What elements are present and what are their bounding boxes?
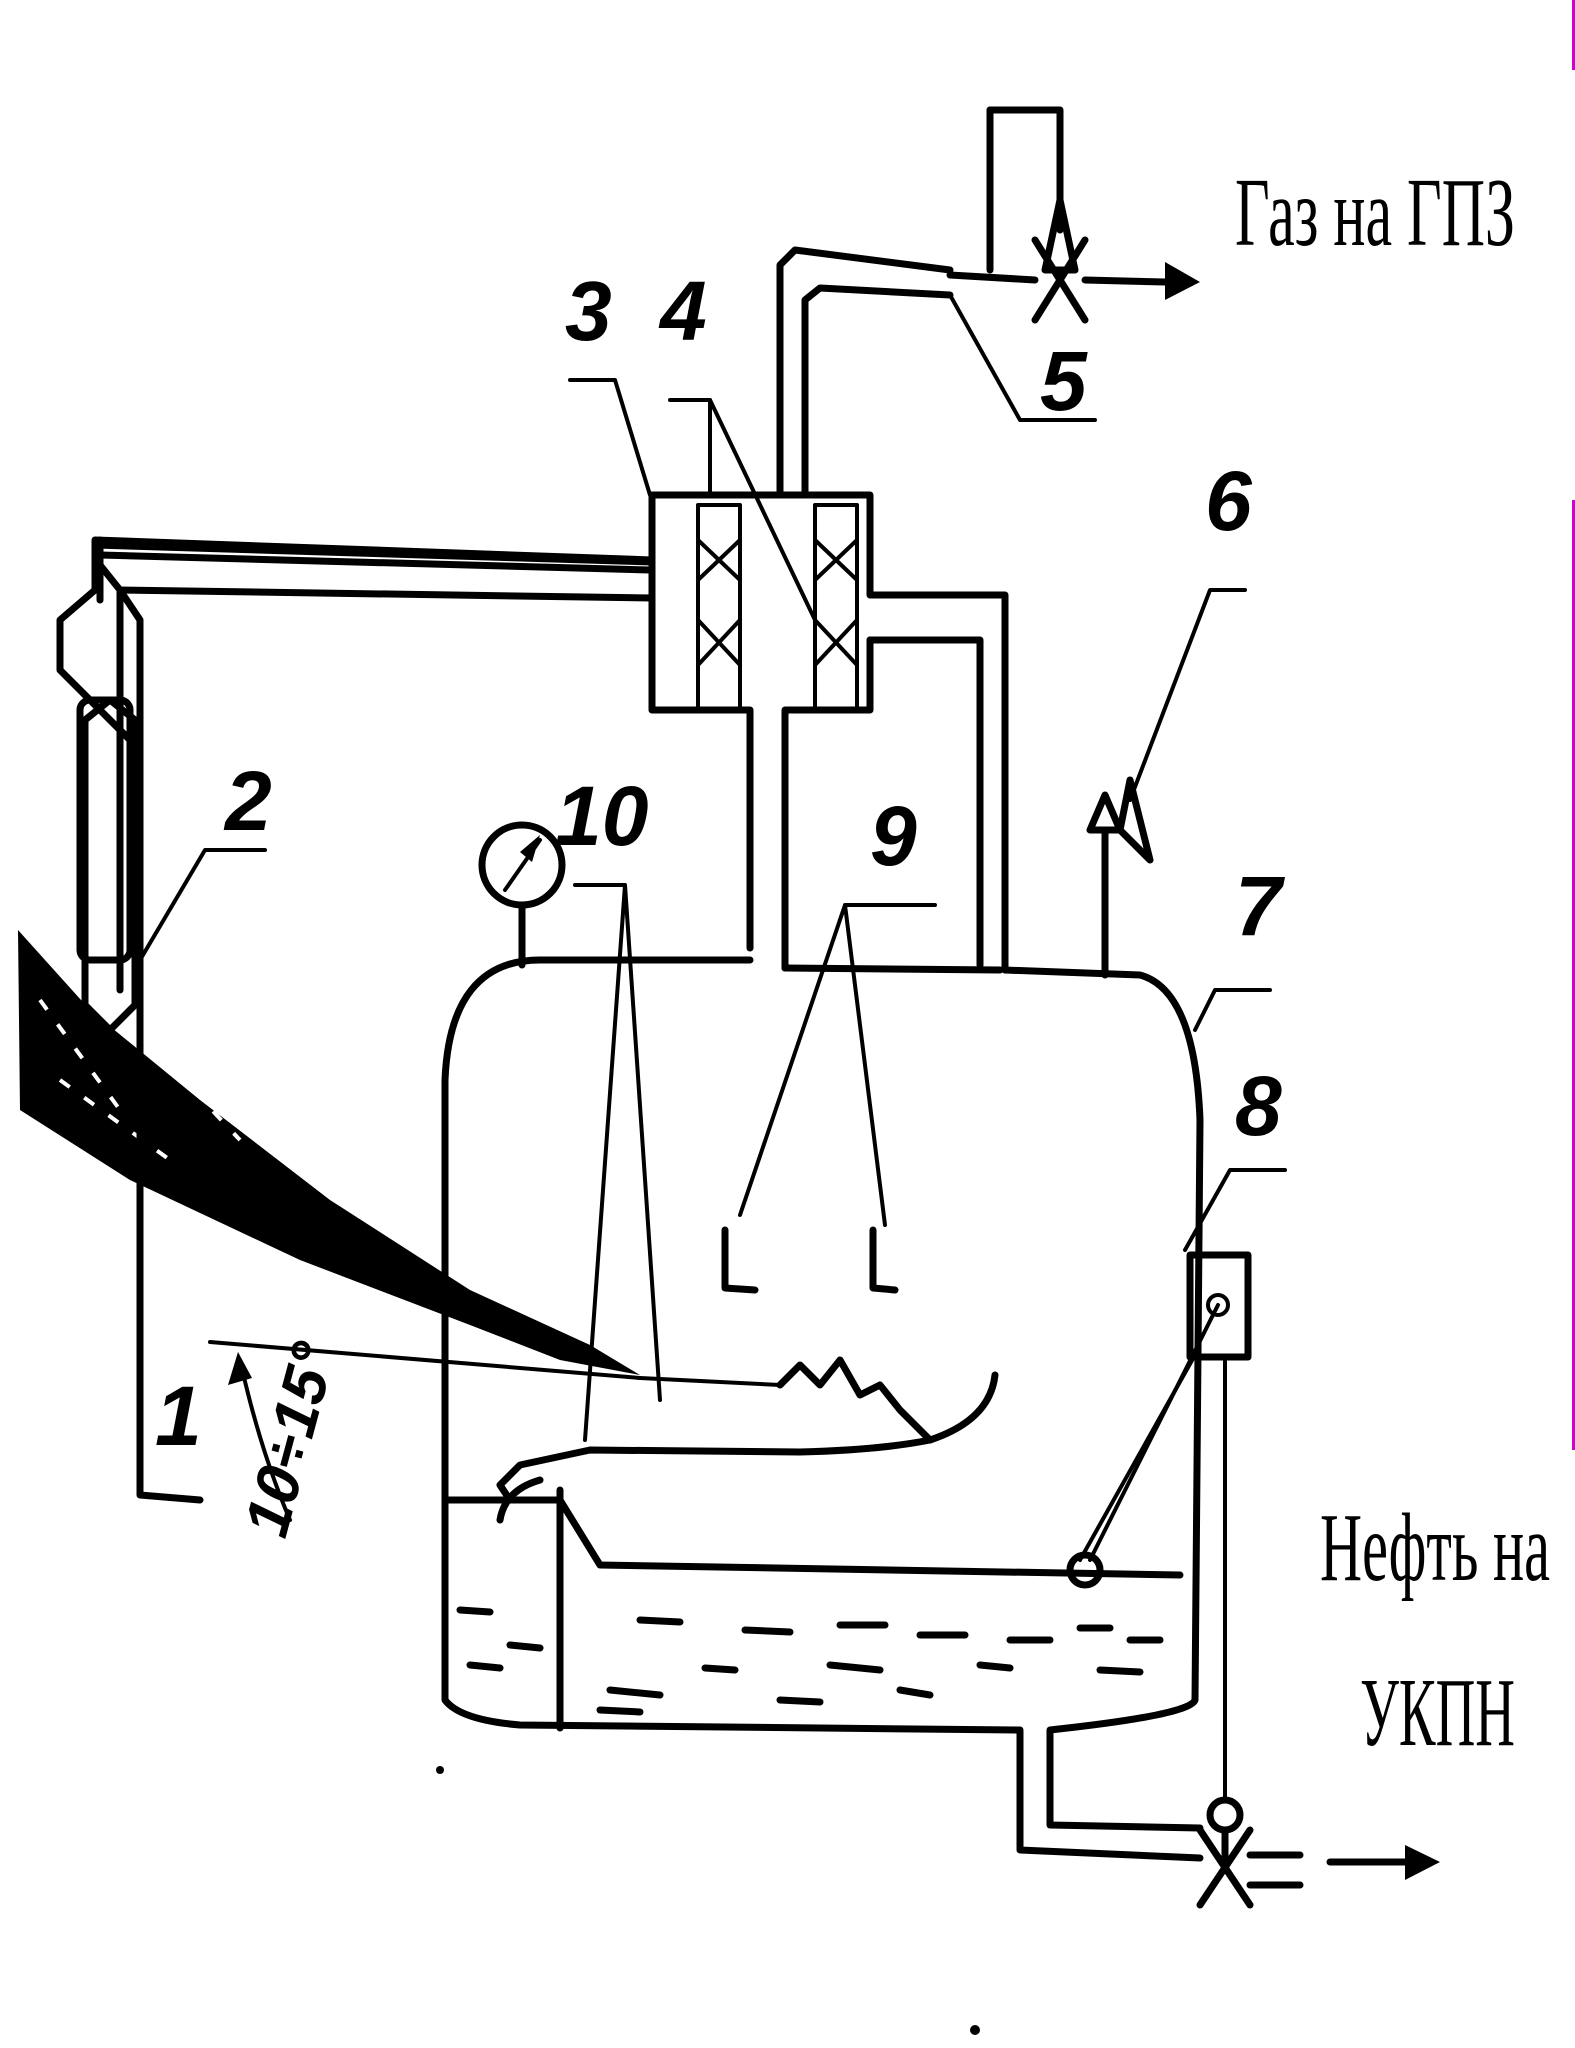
margin-mark-top: [1572, 0, 1575, 70]
callout-1: 1: [155, 1369, 202, 1463]
angle-label: 10÷15°: [232, 1335, 350, 1544]
leader-7: [1193, 988, 1272, 1032]
baffles-9: [721, 903, 937, 1294]
leader-2: [138, 848, 267, 962]
callout-5: 5: [1040, 334, 1088, 428]
speck: [970, 2025, 980, 2035]
safety-valve-6: [1086, 588, 1247, 979]
callout-2: 2: [223, 754, 272, 848]
inlet-distributor: [496, 1371, 999, 1504]
separator-vessel: [441, 956, 1204, 1862]
oil-destination-label-line1: Нефть на: [1320, 1494, 1550, 1602]
leader-4: [668, 398, 817, 622]
level-controller-8: [1066, 1168, 1287, 1802]
callout-8: 8: [1235, 1059, 1282, 1153]
speck: [436, 1766, 444, 1774]
leader-10: [573, 883, 662, 1442]
riser-window: [81, 696, 139, 1034]
angle-annotation: 10÷15°: [228, 1335, 350, 1544]
mist-eliminator-housing: [648, 491, 1009, 974]
callout-6: 6: [1205, 454, 1253, 548]
gas-line-top: [91, 536, 656, 602]
leader-3: [568, 378, 652, 497]
gas-outlet-pipe: [776, 246, 1200, 499]
distributor-nozzle: [776, 1356, 934, 1444]
callout-9: 9: [870, 789, 917, 883]
oil-destination-label-line2: УКПН: [1360, 1659, 1515, 1767]
pressure-gauge: [478, 821, 566, 969]
callout-7: 7: [1235, 859, 1285, 953]
gas-destination-label: Газ на ГПЗ: [1235, 159, 1515, 267]
callout-4: 4: [658, 264, 707, 358]
callout-3: 3: [565, 264, 612, 358]
callout-leaders: [138, 378, 1272, 1032]
margin-mark-middle: [1572, 500, 1575, 1450]
control-valve-5: [948, 106, 1097, 422]
callout-10: 10: [555, 769, 648, 863]
oil-outlet-valve: [1196, 1796, 1440, 1909]
